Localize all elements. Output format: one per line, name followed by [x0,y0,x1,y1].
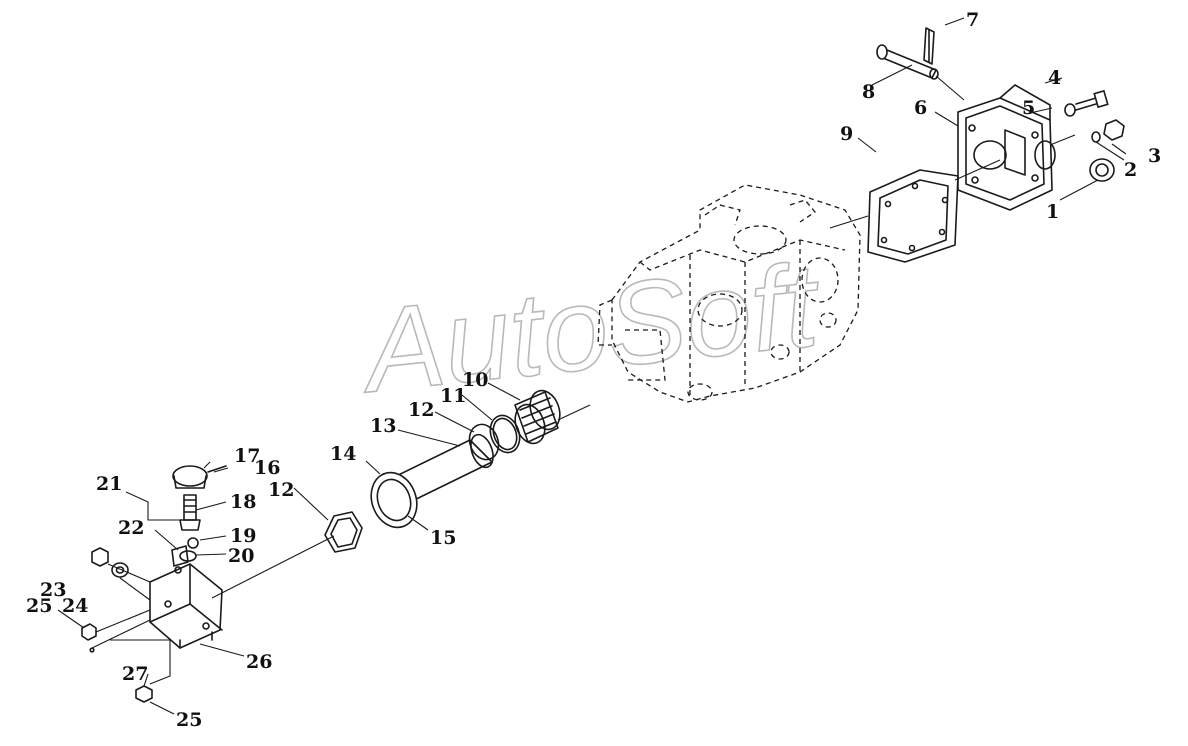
callout-9: 9 [840,123,853,145]
callout-23: 23 [40,579,66,601]
callout-13: 13 [370,415,396,437]
plug-part-25-lower [135,685,153,703]
fitting-part-27 [89,647,95,653]
nut-part-3 [1103,119,1125,141]
plug-part-25-upper [81,623,97,641]
leader-lines [57,17,1127,715]
sleeve-part-14-15 [370,471,418,529]
callout-12-lower: 12 [268,479,294,501]
washer-part-24 [111,562,129,578]
cover-plate-part-6 [957,84,1056,211]
callout-11: 11 [440,385,466,407]
callout-3: 3 [1148,145,1161,167]
callout-6: 6 [914,97,927,119]
callout-22: 22 [118,517,144,539]
callout-14: 14 [330,443,356,465]
callout-26: 26 [246,651,272,673]
callout-12-upper: 12 [408,399,434,421]
callout-20: 20 [228,545,254,567]
callout-19: 19 [230,525,256,547]
gasket-part-9 [867,169,959,263]
seal-part-1 [1089,158,1115,182]
callout-16: 16 [254,457,280,479]
callout-labels: 1 2 3 4 5 6 7 8 9 10 11 12 12 13 14 15 1… [26,9,1161,731]
fitting-part-22 [171,545,189,567]
callout-4: 4 [1048,67,1061,89]
pin-part-16 [207,465,227,473]
watermark-text: AutoSoft [353,239,827,419]
callout-2: 2 [1124,159,1137,181]
callout-10: 10 [462,369,488,391]
callout-5: 5 [1022,97,1035,119]
washer-part-2 [1091,131,1101,143]
transmission-housing [597,184,861,403]
callout-18: 18 [230,491,256,513]
nut-part-23 [91,547,109,567]
pin-part-8 [876,44,939,80]
callout-17: 17 [234,445,260,467]
callout-24: 24 [62,595,88,617]
ring-part-12-lower [324,511,363,553]
stem-part-18 [179,494,201,531]
callout-8: 8 [862,81,875,103]
callout-25-lower: 25 [176,709,202,731]
callout-27: 27 [122,663,148,685]
knob-part-17 [172,465,208,489]
ball-part-19 [187,537,199,549]
callout-25-upper: 25 [26,595,52,617]
washer-part-5 [1064,103,1076,117]
callout-7: 7 [966,9,979,31]
ring-part-11 [489,414,521,454]
callout-15: 15 [430,527,456,549]
bolt-part-4 [1075,89,1109,111]
callout-21: 21 [96,473,122,495]
valve-body-part-26 [149,563,223,649]
piston-part-10 [514,389,561,445]
callout-1: 1 [1046,201,1059,223]
cotter-pin-part-7 [923,27,935,65]
